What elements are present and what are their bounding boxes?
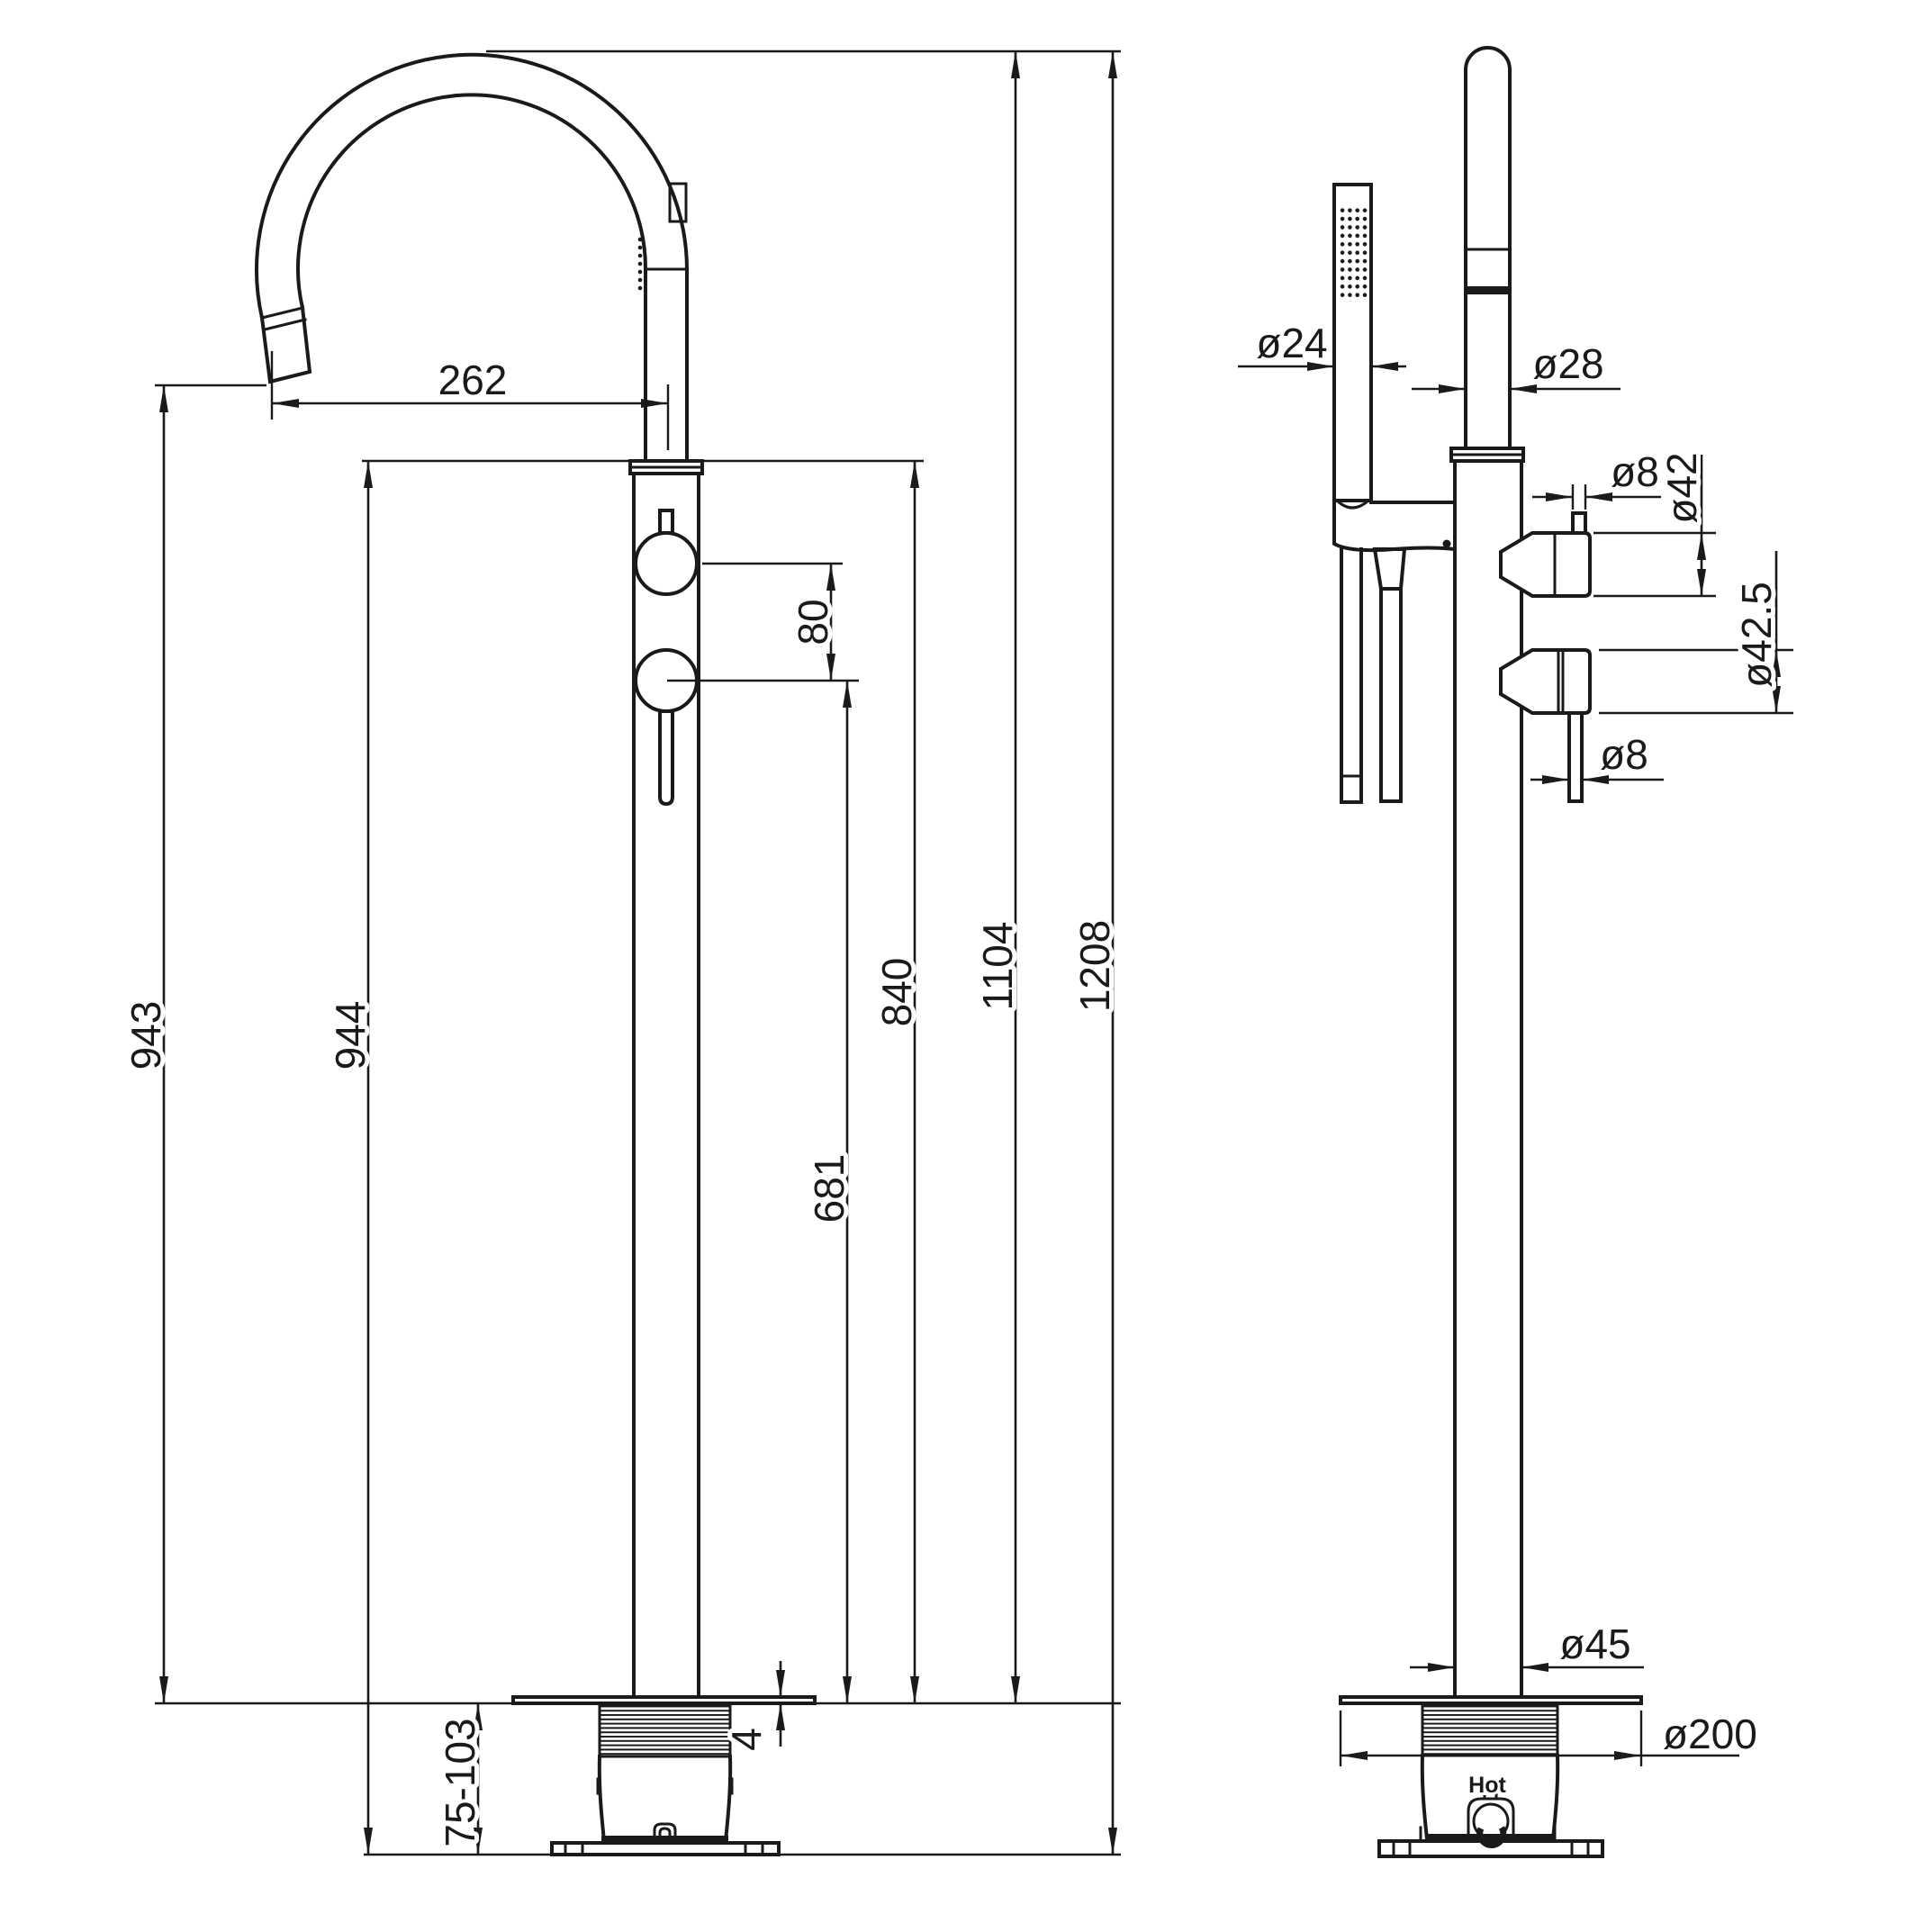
- top-handle-stem: [658, 509, 674, 535]
- dim-lever-rod-dia: ø8: [1600, 731, 1648, 778]
- threaded-adjuster: [598, 1702, 732, 1758]
- side-top-handle-stem: [1571, 511, 1587, 535]
- dim-underfloor-adjust: 75-103: [437, 1718, 483, 1846]
- front-base: [511, 1695, 817, 1856]
- dim-riser-dia: ø45: [1559, 1621, 1630, 1667]
- side-lever-rod: [1567, 711, 1584, 803]
- spout-tip: [259, 305, 312, 384]
- dim-spout-reach: 262: [438, 357, 508, 403]
- hot-inlet-label: Hot: [1468, 1773, 1506, 1798]
- hose-connector: [1372, 547, 1407, 591]
- side-threaded-adjuster: [1421, 1702, 1559, 1757]
- spout-pipe: [1464, 46, 1512, 450]
- dim-spout-outlet-height: 943: [122, 1001, 169, 1070]
- dim-height-above-floor: 1104: [974, 922, 1021, 1011]
- side-riser-column: [1453, 459, 1523, 1699]
- dim-total-height: 1208: [1071, 920, 1118, 1012]
- side-reference-lines: [1339, 484, 1793, 1766]
- side-dimensions: ø24 ø28 ø8 ø42 ø42.5 ø8 ø45 ø200: [1238, 315, 1784, 1762]
- handshower-wand: [1332, 183, 1373, 502]
- dim-lower-handle-height: 681: [806, 1154, 853, 1223]
- riser-column: [632, 472, 700, 1699]
- side-view: Hot: [1332, 46, 1643, 1858]
- handshower: [1332, 183, 1458, 804]
- hose-port-dome: [653, 1822, 677, 1843]
- side-base: Hot: [1339, 1695, 1643, 1858]
- o-ring-dot: [1442, 539, 1451, 548]
- side-bottom-handle-knob: [1499, 648, 1592, 715]
- shower-hose: [1379, 587, 1403, 803]
- gooseneck-spout: [255, 52, 690, 463]
- dim-handshower-dia: ø24: [1256, 320, 1327, 366]
- dim-plate-thickness: 4: [723, 1728, 770, 1751]
- handshower-spray-face: [1338, 204, 1368, 298]
- front-view: [255, 52, 817, 1856]
- dim-upper-handle-dia: ø42: [1658, 452, 1705, 523]
- dim-overall-column-height: 944: [327, 1001, 374, 1070]
- spout-outlet-band: [1466, 286, 1510, 294]
- dim-lower-handle-dia: ø42.5: [1733, 582, 1780, 688]
- front-dimensions: 262 80 681 840 943 944 1104 1208 75-103 …: [118, 51, 1123, 1855]
- handshower-clip: [668, 182, 688, 223]
- side-cover-plate: [1339, 1695, 1643, 1705]
- hot-inlet-port: [1472, 1802, 1510, 1840]
- dim-base-plate-dia: ø200: [1663, 1711, 1757, 1757]
- handshower-grip: [1340, 547, 1363, 804]
- dim-column-top-height: 840: [873, 958, 920, 1027]
- side-top-handle-knob: [1499, 531, 1592, 598]
- top-handle-knob: [634, 531, 699, 596]
- side-mounting-bracket: [1377, 1839, 1604, 1858]
- dim-handle-stem-dia: ø8: [1611, 448, 1659, 495]
- handshower-spray-edge-dots: [637, 237, 643, 291]
- dim-handle-spacing: 80: [790, 599, 836, 645]
- bottom-handle-lever: [658, 709, 674, 807]
- dim-spout-pipe-dia: ø28: [1532, 340, 1603, 387]
